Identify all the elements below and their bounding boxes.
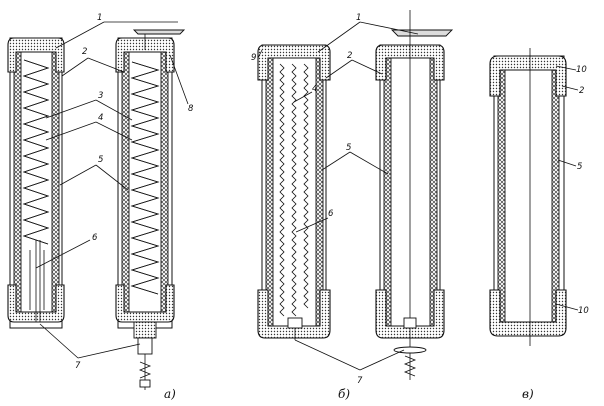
tube-wall-right [551,67,560,325]
tube-wall-right [51,49,60,319]
caption-a: a) [164,387,176,401]
top-cap [489,55,567,97]
leaders-v [555,65,579,311]
group-a: 1 2 3 4 5 6 7 8 a) [7,13,194,401]
label-10: 10 [578,306,589,316]
tube-wall-right [315,55,324,327]
top-cap [257,44,331,81]
bottom-cap [375,289,445,339]
label-3: 3 [98,91,103,101]
label-5: 5 [577,162,582,172]
leaders-a [35,21,189,359]
label-5: 5 [346,143,351,153]
bottom-cap [257,289,331,339]
lid-plate [390,29,454,37]
label-2: 2 [347,51,352,61]
label-6: 6 [92,233,98,243]
label-9: 9 [251,53,256,63]
label-5: 5 [98,155,103,165]
tube-wall-right [429,55,438,327]
tube-wall-left [383,55,392,327]
tube-wall-left [121,49,130,319]
bottom-cap [489,289,567,337]
bottom-cap [115,284,175,323]
caption-b: б) [338,387,350,401]
label-6: 6 [328,209,334,219]
filament-wave [291,63,297,317]
lid-plate [132,29,186,35]
bottom-cap [7,284,65,323]
label-1: 1 [356,13,361,23]
filament-wave [303,63,309,309]
tube-wall-right [160,49,169,319]
cartridge-b2 [375,10,454,380]
tube-wall-left [265,55,274,327]
leaders-b [257,21,419,371]
group-v: 10 2 5 10 в) [489,48,589,401]
top-cap [7,37,65,73]
label-7: 7 [357,376,363,386]
caption-v: в) [522,387,534,401]
label-4: 4 [98,113,103,123]
label-7: 7 [75,361,81,371]
group-b: 1 2 9 4 5 6 7 б) [251,10,454,401]
label-4: 4 [312,84,317,94]
label-1: 1 [97,13,102,23]
connector [133,321,157,339]
label-10: 10 [576,65,587,75]
cartridge-b1 [257,44,331,340]
label-8: 8 [188,104,194,114]
label-2: 2 [82,47,87,57]
filament-wave [279,63,285,317]
top-cap [375,44,445,81]
tube-wall-left [13,49,22,319]
label-2: 2 [579,86,584,96]
cartridge-a1 [7,37,65,329]
cartridge-a2 [115,29,186,390]
cartridge-v [489,48,567,346]
top-cap [115,37,175,73]
tube-wall-left [497,67,506,325]
